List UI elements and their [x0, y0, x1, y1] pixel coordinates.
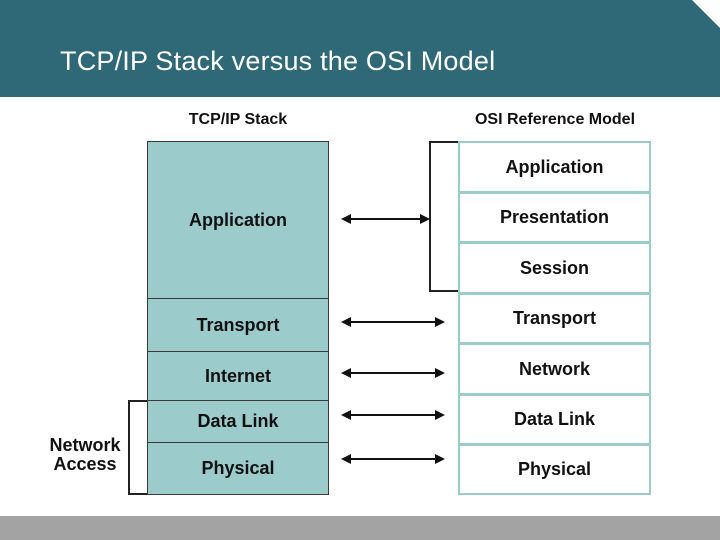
tcpip-layer-physical: Physical	[201, 458, 275, 478]
upper-layers-bracket-bottom	[429, 290, 458, 292]
slide-footer-bar	[0, 516, 720, 540]
network-access-bracket-side	[128, 400, 130, 495]
tcpip-layer-transport: Transport	[148, 299, 328, 352]
network-access-bracket-bottom	[128, 493, 147, 495]
osi-layer-physical: Physical	[517, 459, 592, 479]
osi-model: Application Presentation Session Transpo…	[458, 141, 651, 495]
tcpip-layer-data-link: Data Link	[148, 401, 328, 443]
slide-header: TCP/IP Stack versus the OSI Model	[0, 0, 720, 97]
network-access-label: Network Access	[44, 436, 126, 474]
upper-layers-bracket-top	[429, 141, 458, 143]
network-access-label-line2: Access	[53, 454, 117, 474]
upper-layers-bracket-side	[429, 141, 431, 292]
slide-title: TCP/IP Stack versus the OSI Model	[60, 46, 496, 76]
osi-layer-session: Session	[460, 244, 649, 295]
osi-layer-application: Application	[460, 143, 649, 194]
tcpip-stack-heading: TCP/IP Stack	[188, 111, 288, 128]
osi-layer-presentation: Presentation	[460, 194, 649, 244]
tcpip-layer-internet: Internet	[148, 352, 328, 401]
osi-model-heading: OSI Reference Model	[474, 111, 636, 128]
osi-layer-network: Network	[460, 345, 649, 396]
header-corner-notch	[692, 0, 720, 28]
osi-layer-data-link: Data Link	[460, 396, 649, 446]
tcpip-stack: Application Transport Internet Data Link…	[147, 141, 329, 495]
network-access-label-line1: Network	[49, 435, 121, 455]
network-access-bracket-top	[128, 400, 147, 402]
osi-layer-transport: Transport	[460, 295, 649, 345]
tcpip-layer-application: Application	[148, 142, 328, 299]
